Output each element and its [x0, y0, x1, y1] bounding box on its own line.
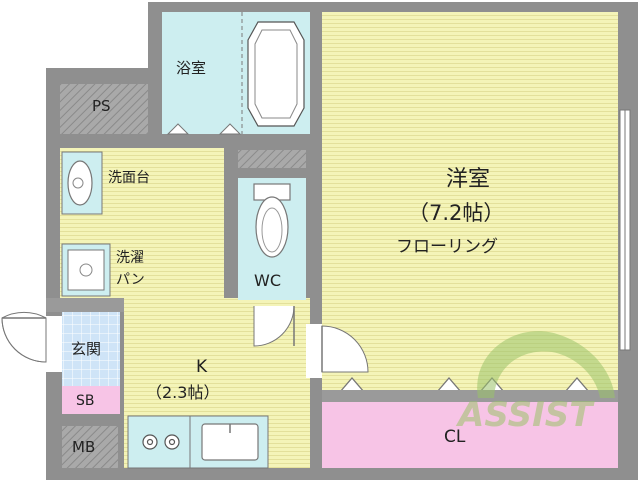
- kitchen-size: （2.3帖）: [146, 383, 219, 402]
- laundry-label-1: 洗濯: [116, 250, 144, 266]
- laundry-label-2: パン: [116, 272, 145, 288]
- kitchen-label: K: [196, 357, 208, 377]
- assist-watermark: ASSIST: [455, 331, 615, 435]
- closet-label: CL: [444, 427, 466, 447]
- room-door-swing: [321, 325, 369, 373]
- bath-door-icon: [166, 123, 190, 135]
- wc-door-swing: [253, 305, 295, 347]
- shoe-box: [62, 386, 120, 414]
- western-room: [322, 12, 618, 390]
- washbasin-bowl-icon: [67, 160, 93, 206]
- bathtub-icon: [247, 21, 305, 127]
- flooring-label: フローリング: [396, 237, 498, 257]
- western-room-size: （7.2帖）: [408, 201, 504, 225]
- ps-shaft: [60, 84, 148, 134]
- ps-label: PS: [92, 97, 111, 115]
- sb-label: SB: [76, 393, 95, 409]
- wc-label: WC: [254, 271, 281, 290]
- laundry-pan-icon: [67, 249, 105, 291]
- closet: [322, 402, 618, 468]
- front-door-swing: [1, 311, 47, 363]
- watermark-text: ASSIST: [455, 395, 595, 435]
- closet-rail: [322, 390, 618, 402]
- wc-vent: [238, 150, 306, 168]
- entrance-label: 玄関: [71, 340, 101, 358]
- toilet-icon: [255, 196, 289, 258]
- washbasin-label: 洗面台: [108, 170, 150, 186]
- mb-label: MB: [72, 438, 95, 456]
- western-room-label: 洋室: [446, 167, 490, 192]
- bathroom: [162, 12, 242, 134]
- entrance: [62, 312, 120, 386]
- meter-box: [62, 426, 118, 468]
- stove-icon: [142, 434, 180, 450]
- bath-label: 浴室: [176, 59, 206, 77]
